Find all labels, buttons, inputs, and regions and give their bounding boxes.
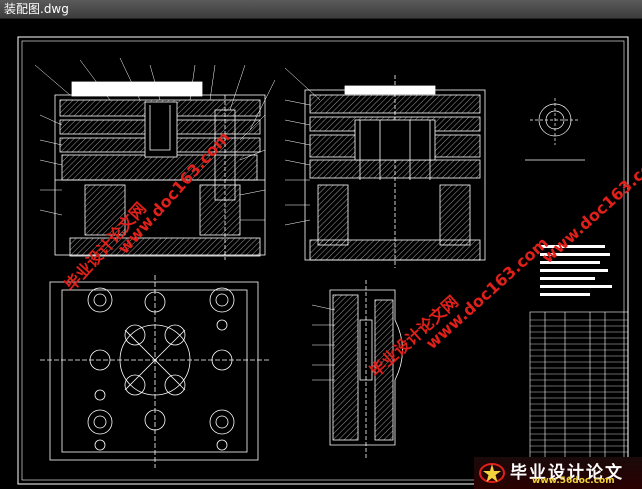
site-logo-badge[interactable]: 毕业设计论文网 www.56doc.com — [474, 457, 642, 489]
drawing-inner-border — [21, 40, 625, 481]
cad-drawing: www.doc163.com 毕业设计论文网 www.doc163.com 毕业… — [17, 36, 642, 485]
main-section-leaders — [34, 57, 276, 221]
side-section-leaders — [284, 67, 321, 226]
drawing-canvas[interactable]: www.doc163.com 毕业设计论文网 www.doc163.com 毕业… — [0, 20, 642, 489]
watermark-group-3: www.doc163.com — [538, 147, 642, 267]
side-section-view — [304, 75, 486, 268]
watermark-url-3: www.doc163.com — [538, 147, 642, 267]
main-section-view — [54, 81, 266, 260]
window-title: 装配图.dwg — [4, 2, 69, 16]
partial-section-leaders — [311, 304, 336, 381]
technical-notes — [540, 245, 612, 296]
detail-view — [525, 98, 585, 161]
parts-list-rows — [530, 319, 628, 459]
star-swirl-icon — [479, 463, 505, 483]
partial-section-view — [329, 280, 403, 460]
plan-view — [40, 275, 270, 468]
drawing-border — [17, 36, 629, 485]
window-title-bar: 装配图.dwg — [0, 0, 642, 19]
logo-sub-text: www.56doc.com — [532, 476, 615, 486]
